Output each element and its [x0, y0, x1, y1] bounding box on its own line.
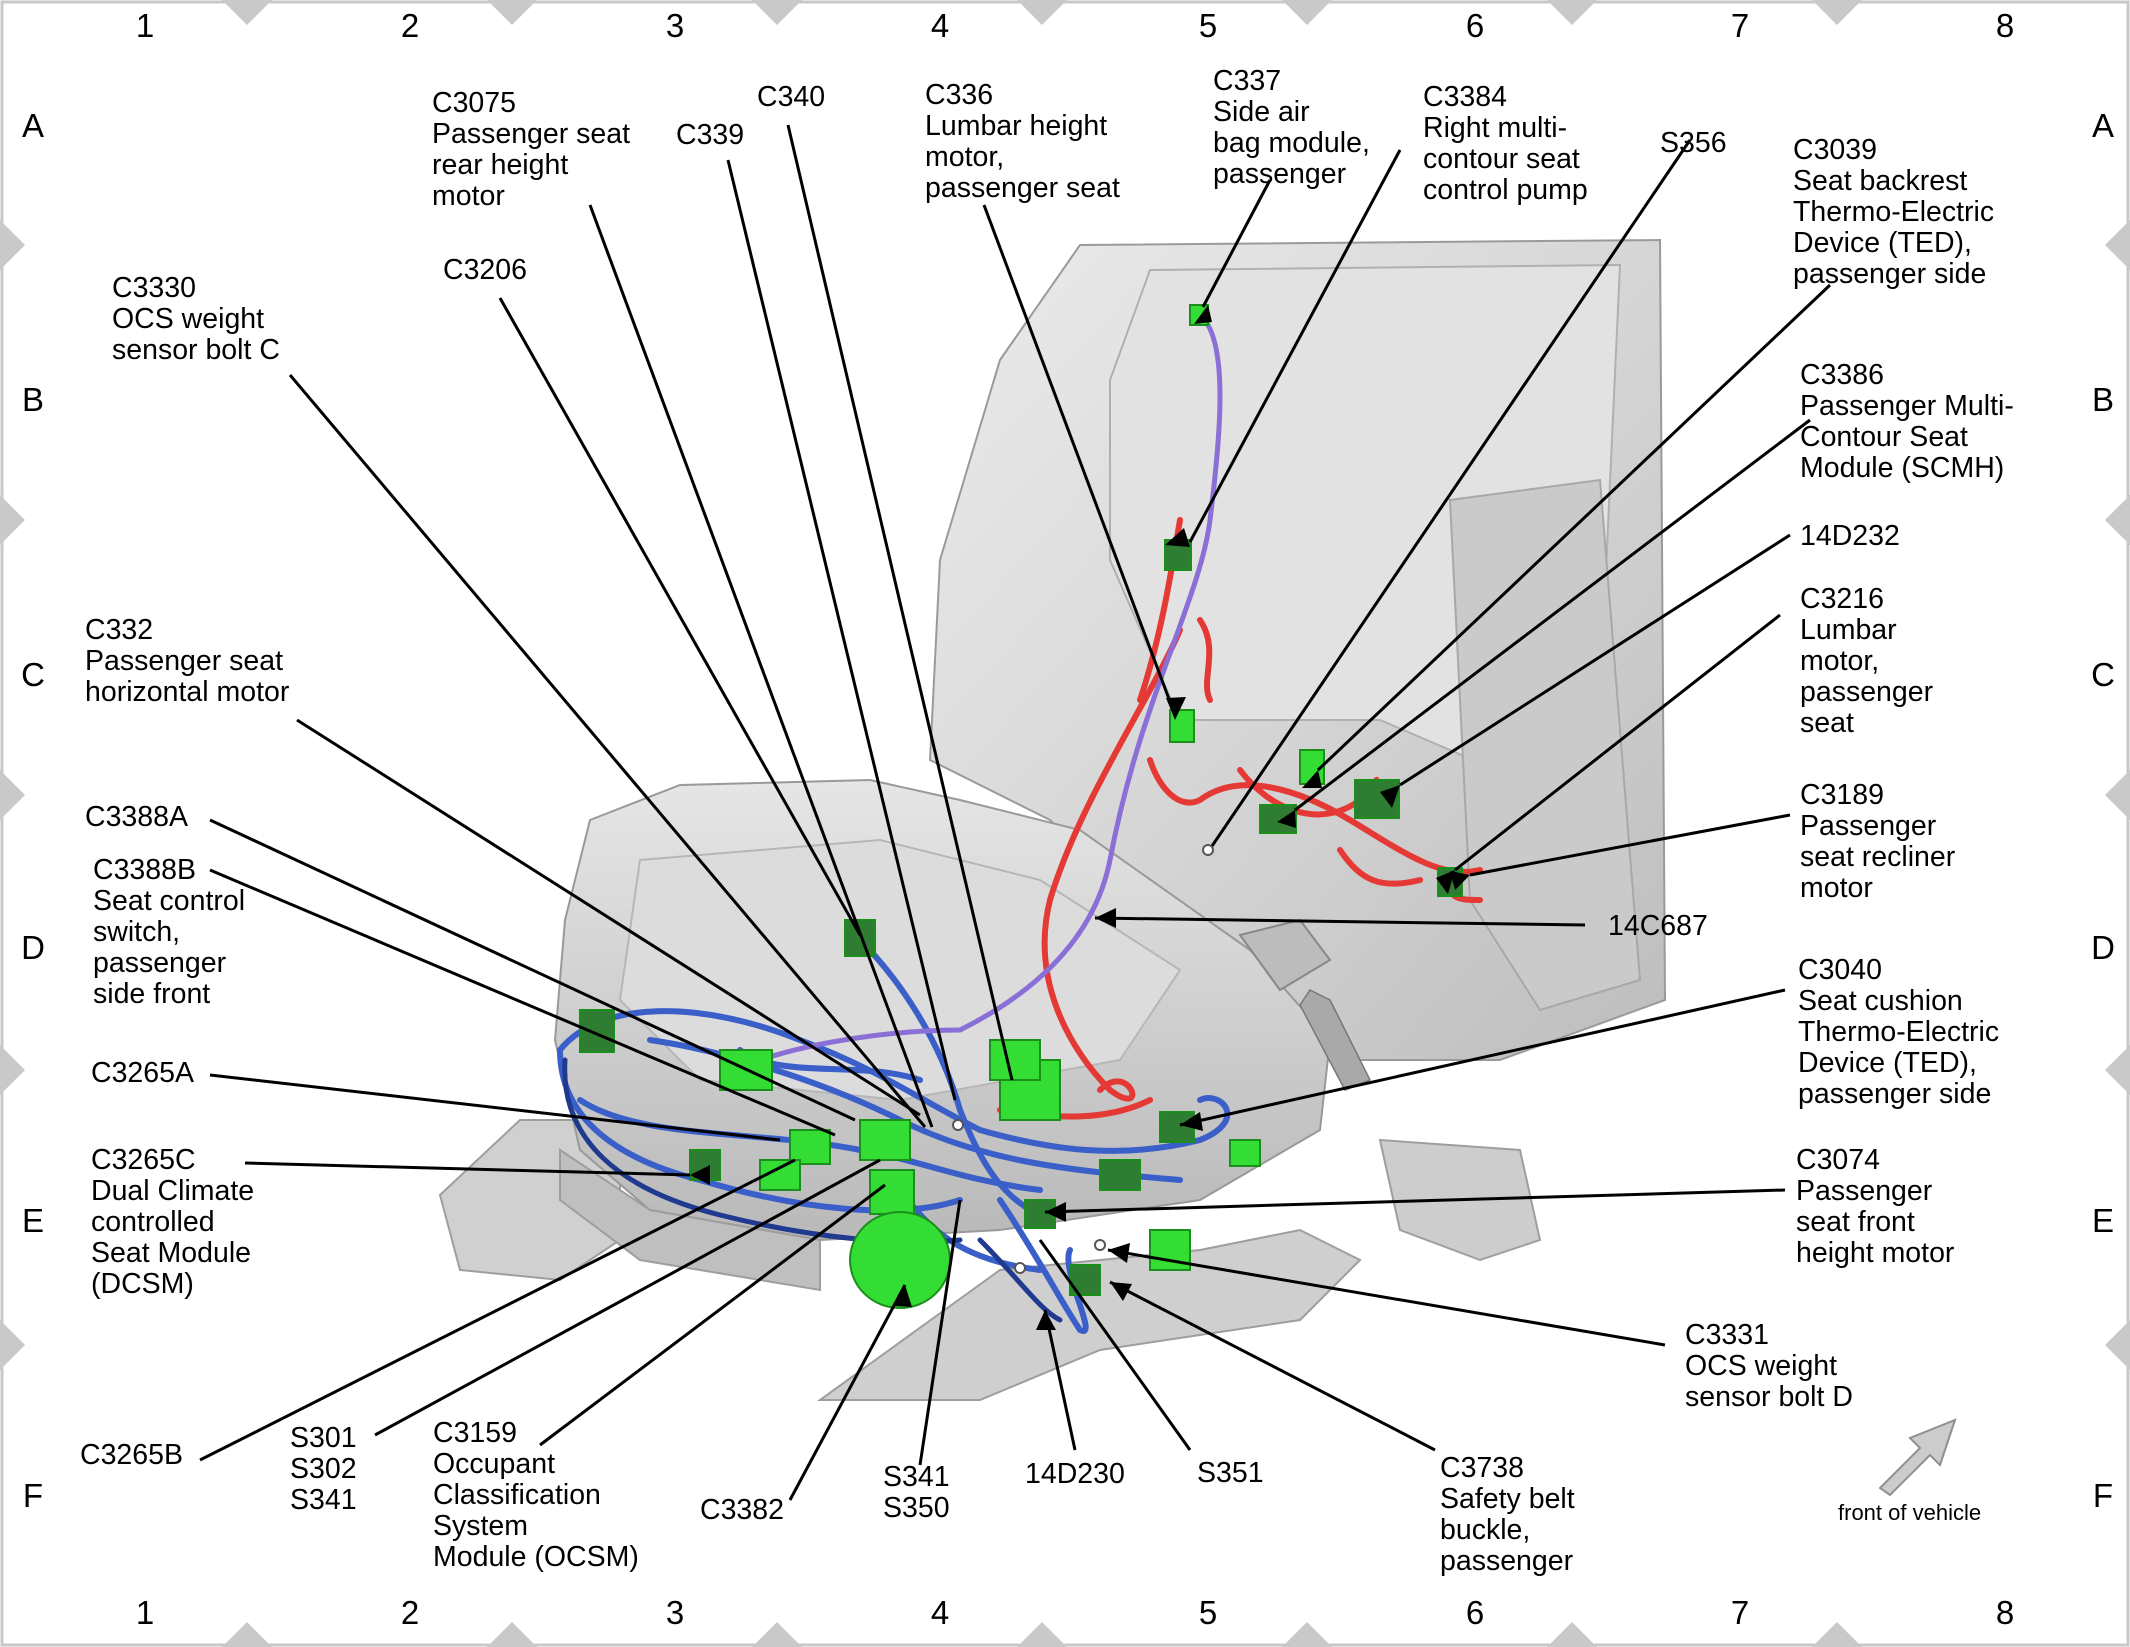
connector-c3265a: [789, 1129, 831, 1165]
junction-markers: [952, 844, 1214, 1274]
grid-row-left-c: C: [21, 656, 45, 693]
seat-illustration: [438, 238, 1667, 1401]
label-c3206: C3206: [443, 254, 527, 286]
label-14d230: 14D230: [1025, 1458, 1125, 1490]
label-c3738: C3738 Safety belt buckle, passenger: [1440, 1452, 1575, 1577]
leader-lines: [199, 124, 1832, 1501]
grid-column-bottom-2: 2: [400, 1594, 420, 1631]
label-s356: S356: [1660, 127, 1727, 159]
grid-row-left-e: E: [21, 1202, 44, 1239]
connector-c3040b: [1229, 1139, 1261, 1167]
label-14d232: 14D232: [1800, 520, 1900, 552]
grid-column-bottom-6: 6: [1465, 1594, 1485, 1631]
grid-column-top-7: 7: [1730, 7, 1750, 44]
front-of-vehicle-label: front of vehicle: [1838, 1500, 1982, 1525]
connector-c332: [859, 1119, 911, 1161]
connector-c3206: [844, 919, 876, 957]
label-c339: C339: [676, 119, 745, 151]
label-c3265a: C3265A: [91, 1057, 194, 1089]
label-c3074: C3074 Passenger seat front height motor: [1796, 1144, 1955, 1269]
grid-row-right-f: F: [2092, 1477, 2114, 1514]
grid-row-right-b: B: [2091, 381, 2114, 418]
label-c3386: C3386 Passenger Multi- Contour Seat Modu…: [1800, 359, 2014, 484]
grid-column-bottom-8: 8: [1995, 1594, 2015, 1631]
grid-column-top-6: 6: [1465, 7, 1485, 44]
grid-column-top-5: 5: [1198, 7, 1218, 44]
label-c3388a: C3388A: [85, 801, 188, 833]
label-c3382: C3382: [700, 1494, 784, 1526]
label-c3331: C3331 OCS weight sensor bolt D: [1685, 1319, 1853, 1413]
label-c3189: C3189 Passenger seat recliner motor: [1800, 779, 1956, 904]
label-c3216: C3216 Lumbar motor, passenger seat: [1800, 583, 1934, 739]
grid-row-left-d: D: [21, 929, 45, 966]
label-c336: C336 Lumbar height motor, passenger seat: [925, 79, 1120, 204]
label-c3159: C3159 Occupant Classification System Mod…: [433, 1417, 639, 1573]
label-c3040: C3040 Seat cushion Thermo-Electric Devic…: [1798, 954, 2000, 1110]
grid-column-bottom-7: 7: [1730, 1594, 1750, 1631]
label-s351: S351: [1197, 1457, 1264, 1489]
grid-row-right-d: D: [2091, 929, 2115, 966]
grid-column-top-8: 8: [1995, 7, 2015, 44]
label-c340: C340: [757, 81, 826, 113]
grid-column-top-1: 1: [135, 7, 155, 44]
connector-c3331: [1149, 1229, 1191, 1271]
label-c337: C337 Side air bag module, passenger: [1213, 65, 1370, 190]
grid-row-right-e: E: [2091, 1202, 2114, 1239]
grid-column-bottom-5: 5: [1198, 1594, 1218, 1631]
connector-c336: [1169, 709, 1195, 743]
grid-column-bottom-4: 4: [930, 1594, 950, 1631]
label-c3384: C3384 Right multi- contour seat control …: [1423, 81, 1588, 206]
label-c332: C332 Passenger seat horizontal motor: [85, 614, 290, 708]
grid-column-bottom-3: 3: [665, 1594, 685, 1631]
label-s341-s350: S341 S350: [883, 1461, 950, 1524]
label-c3039: C3039 Seat backrest Thermo-Electric Devi…: [1793, 134, 1995, 290]
grid-column-top-4: 4: [930, 7, 950, 44]
label-s301-s302-s341: S301 S302 S341: [290, 1422, 357, 1516]
grid-row-right-c: C: [2091, 656, 2115, 693]
label-c3075: C3075 Passenger seat rear height motor: [432, 87, 631, 212]
grid-row-left-a: A: [21, 107, 44, 144]
label-c3330: C3330 OCS weight sensor bolt C: [112, 272, 280, 366]
label-14c687: 14C687: [1608, 910, 1708, 942]
grid-row-left-b: B: [21, 381, 44, 418]
grid-column-top-2: 2: [400, 7, 420, 44]
grid-row-left-f: F: [22, 1477, 44, 1514]
connector-c340: [989, 1039, 1041, 1081]
label-c3265b: C3265B: [80, 1439, 183, 1471]
label-c3388b: C3388B Seat control switch, passenger si…: [93, 854, 246, 1010]
grid-column-bottom-1: 1: [135, 1594, 155, 1631]
grid-column-top-3: 3: [665, 7, 685, 44]
label-c3265c: C3265C Dual Climate controlled Seat Modu…: [91, 1144, 255, 1300]
connector-c3388a: [579, 1009, 615, 1053]
front-of-vehicle-arrow-icon: [1878, 1418, 1957, 1497]
leader-arrowheads: [690, 305, 1470, 1330]
grid-row-right-a: A: [2091, 107, 2114, 144]
connector-c3074b: [1099, 1159, 1141, 1191]
